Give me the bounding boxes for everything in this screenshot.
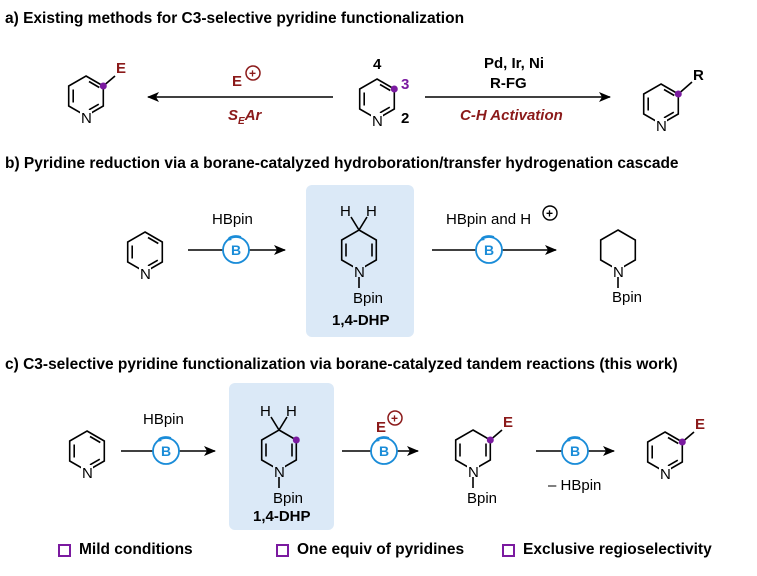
plus-charge-icon	[245, 65, 261, 81]
dhp-highlight-box	[306, 185, 414, 337]
catalyst-metals-label: Pd, Ir, Ni	[484, 55, 544, 72]
svg-text:B: B	[231, 242, 241, 258]
substituent-e: E	[503, 414, 513, 431]
svg-text:+: +	[249, 67, 256, 81]
section-c-heading: c) C3-selective pyridine functionalizati…	[5, 356, 678, 373]
n-atom: N	[660, 466, 671, 483]
electrophile-label: E	[232, 73, 242, 90]
n-atom: N	[274, 464, 285, 481]
checkbox-square-icon	[502, 543, 515, 557]
n-atom: N	[82, 465, 93, 482]
c3-marker	[99, 82, 107, 90]
borane-catalyst-icon: B	[222, 235, 250, 264]
section-b-heading: b) Pyridine reduction via a borane-catal…	[5, 155, 679, 172]
checkbox-square-icon	[276, 543, 289, 557]
section-a-heading: a) Existing methods for C3-selective pyr…	[5, 10, 465, 27]
svg-text:H: H	[286, 403, 297, 420]
plus-charge-icon	[542, 205, 558, 221]
svg-text:B: B	[379, 443, 389, 459]
n-atom: N	[140, 266, 151, 283]
bpin-label: Bpin	[273, 490, 303, 507]
feature-mild-conditions: Mild conditions	[58, 541, 193, 559]
piperidine-product: N Bpin	[599, 229, 642, 306]
n-atom: N	[372, 113, 383, 130]
ch-activation-label: C-H Activation	[460, 107, 563, 124]
functionalized-dihydropyridine: N E Bpin	[454, 414, 513, 507]
c3-marker	[486, 436, 494, 444]
svg-text:+: +	[391, 412, 398, 426]
n-atom: N	[354, 264, 365, 281]
bpin-label: Bpin	[353, 290, 383, 307]
c3-marker	[678, 438, 686, 446]
feature-label: Mild conditions	[79, 541, 193, 558]
svg-text:+: +	[546, 207, 553, 221]
plus-charge-icon	[387, 410, 403, 426]
n-atom: N	[613, 264, 624, 281]
svg-text:H: H	[366, 203, 377, 220]
checkbox-square-icon	[58, 543, 71, 557]
pyridine-center: N 4 3 2	[358, 56, 409, 130]
sear-label: SEAr	[228, 107, 263, 127]
svg-text:H: H	[260, 403, 271, 420]
borane-catalyst-icon: B	[561, 436, 589, 465]
n-atom: N	[656, 118, 667, 135]
c3-marker	[674, 90, 682, 98]
svg-text:B: B	[161, 443, 171, 459]
pyridine-c3-product-c: N E	[646, 416, 705, 483]
pyridine-c3-product-e: N E	[67, 60, 126, 127]
elimination-label: – HBpin	[548, 477, 601, 494]
dihydropyridine-c: N H H Bpin	[260, 403, 303, 507]
n-atom: N	[468, 464, 479, 481]
electrophile-label: E	[376, 419, 386, 436]
svg-text:B: B	[484, 242, 494, 258]
dihydropyridine-b: N H H Bpin	[340, 203, 383, 307]
feature-label: Exclusive regioselectivity	[523, 541, 712, 558]
borane-catalyst-icon: B	[370, 436, 398, 465]
dhp-label: 1,4-DHP	[332, 312, 390, 329]
reagent-label: R-FG	[490, 75, 527, 92]
feature-one-equiv: One equiv of pyridines	[276, 541, 464, 559]
substituent-r: R	[693, 67, 704, 84]
pyridine-start-c: N	[68, 430, 106, 482]
substituent-e: E	[116, 60, 126, 77]
dhp-highlight-box-c	[229, 383, 334, 530]
n-atom: N	[81, 110, 92, 127]
feature-regioselectivity: Exclusive regioselectivity	[502, 541, 712, 559]
c3-marker	[390, 85, 398, 93]
dhp-label: 1,4-DHP	[253, 508, 311, 525]
pyridine-c3-product-r: N R	[642, 67, 704, 135]
borane-catalyst-icon: B	[475, 235, 503, 264]
position-4-label: 4	[373, 56, 382, 73]
hbpin-label: HBpin	[212, 211, 253, 228]
bpin-label: Bpin	[612, 289, 642, 306]
bpin-label: Bpin	[467, 490, 497, 507]
svg-text:H: H	[340, 203, 351, 220]
substituent-e: E	[695, 416, 705, 433]
hbpin-proton-label: HBpin and H	[446, 211, 531, 228]
pyridine-start-b: N	[126, 231, 164, 283]
position-2-label: 2	[401, 110, 409, 127]
borane-catalyst-icon: B	[152, 436, 180, 465]
svg-text:B: B	[570, 443, 580, 459]
position-3-label: 3	[401, 76, 409, 93]
c3-marker	[292, 436, 300, 444]
feature-label: One equiv of pyridines	[297, 541, 465, 558]
hbpin-label: HBpin	[143, 411, 184, 428]
